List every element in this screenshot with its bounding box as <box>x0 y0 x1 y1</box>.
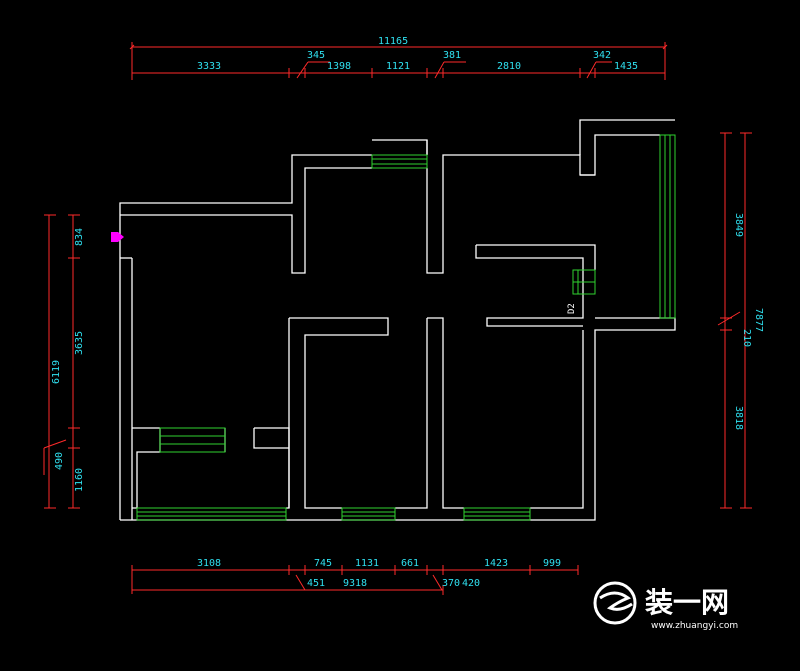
bottom-total-dim: 9318 <box>343 578 367 589</box>
logo-url-text: www.zhuangyi.com <box>651 621 738 631</box>
bottom-dim-370: 370 <box>442 578 460 589</box>
bottom-dimensions <box>131 565 579 595</box>
top-dim-342: 342 <box>593 50 611 61</box>
logo: 装一网 www.zhuangyi.com <box>593 581 738 631</box>
left-dimensions <box>43 214 80 509</box>
top-dim-1: 3333 <box>197 61 221 72</box>
bottom-dim-420: 420 <box>462 578 480 589</box>
fixture-label: D2 <box>567 303 577 314</box>
bottom-dim-6: 999 <box>543 558 561 569</box>
bottom-dim-5: 1423 <box>484 558 508 569</box>
top-dim-2: 1398 <box>327 61 351 72</box>
right-dimensions <box>717 132 752 509</box>
bottom-dim-4: 661 <box>401 558 419 569</box>
top-dim-4: 2810 <box>497 61 521 72</box>
left-outer-dim: 6119 <box>51 360 62 384</box>
top-dim-3: 1121 <box>386 61 410 72</box>
bottom-dim-2: 745 <box>314 558 332 569</box>
left-dim-490: 490 <box>54 452 65 470</box>
top-total-dim: 11165 <box>378 36 408 47</box>
right-dim-210: 210 <box>741 329 752 347</box>
top-dim-5: 1435 <box>614 61 638 72</box>
logo-chinese-text: 装一网 <box>645 586 729 619</box>
top-dim-345: 345 <box>307 50 325 61</box>
top-dimensions <box>129 42 668 80</box>
right-dim-1: 3849 <box>733 213 744 237</box>
left-dim-2: 3635 <box>74 331 85 355</box>
right-outer-dim: 7877 <box>753 308 764 332</box>
bottom-dim-3: 1131 <box>355 558 379 569</box>
top-dim-381: 381 <box>443 50 461 61</box>
walls <box>119 119 676 521</box>
bottom-dim-451: 451 <box>307 578 325 589</box>
left-dim-1: 834 <box>74 228 85 246</box>
entrance-marker-icon <box>111 232 124 242</box>
left-dim-3: 1160 <box>74 468 85 492</box>
bottom-dim-1: 3108 <box>197 558 221 569</box>
windows <box>136 134 676 521</box>
logo-swirl-icon <box>593 581 637 625</box>
right-dim-2: 3818 <box>733 406 744 430</box>
